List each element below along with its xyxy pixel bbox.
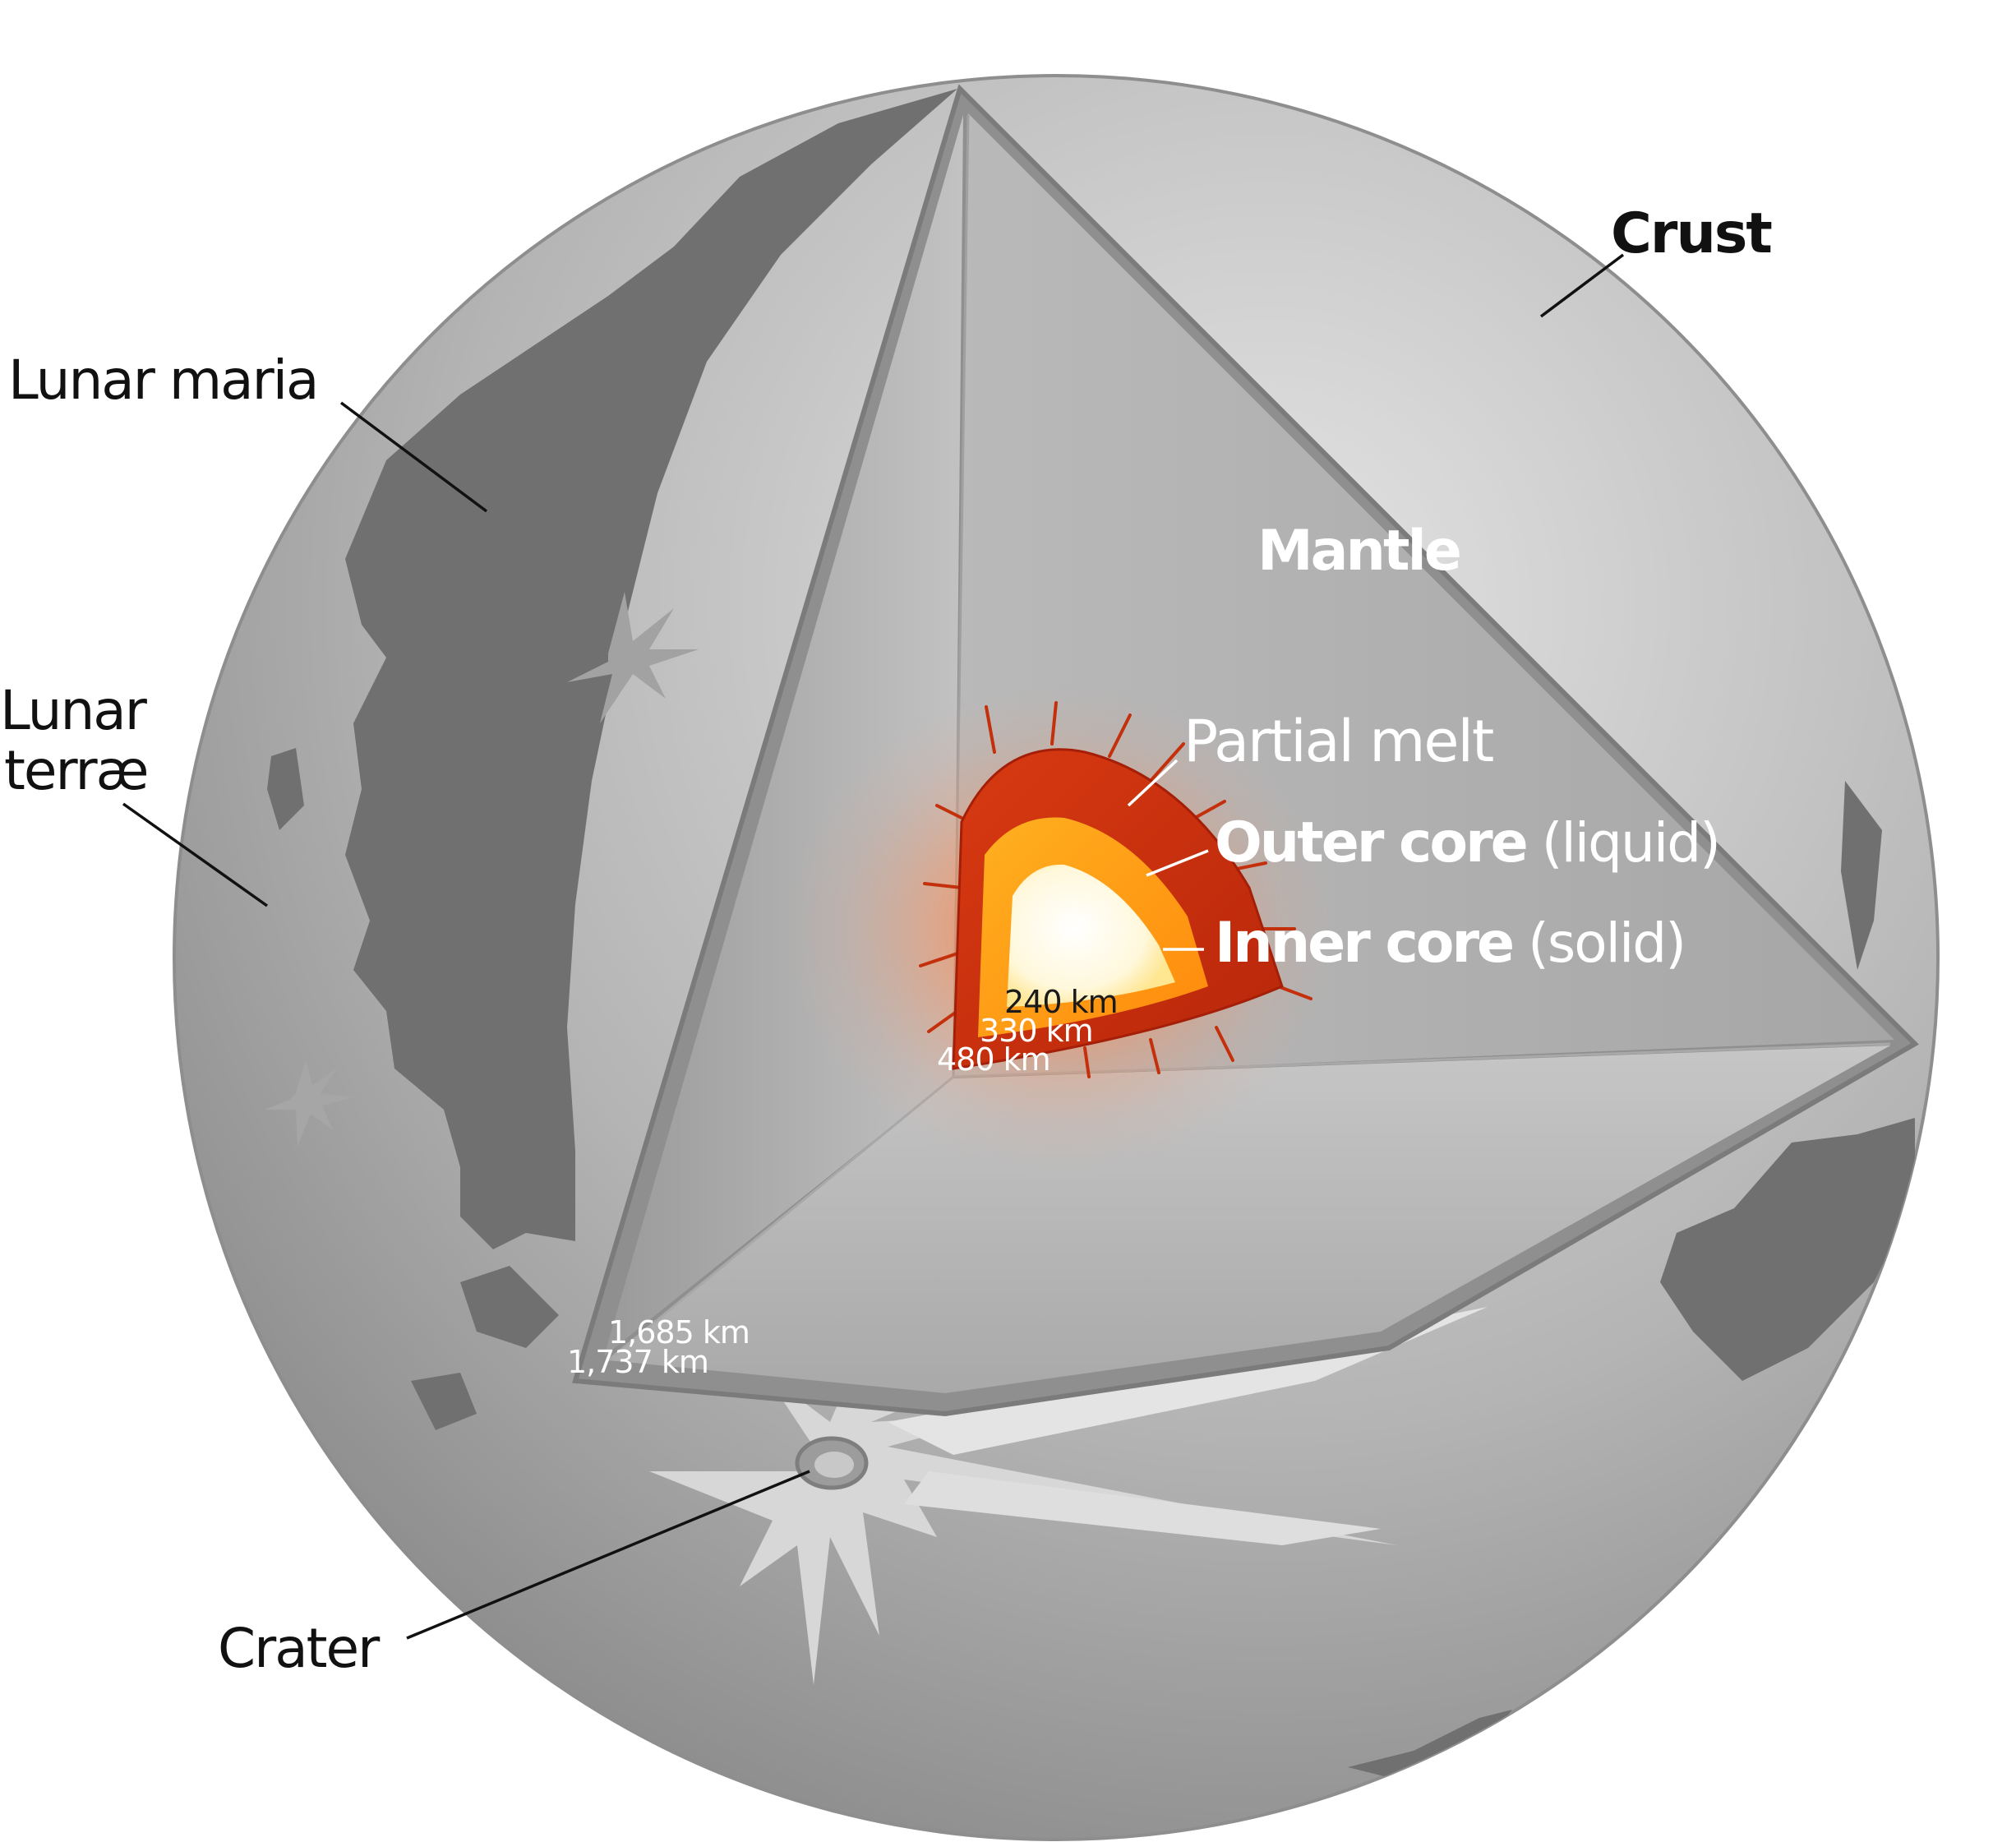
ray-crater-upper <box>567 592 699 723</box>
inner-core-state: (solid) <box>1512 912 1685 975</box>
lunar-maria-regions <box>267 89 1915 1784</box>
lunar-maria-leader <box>339 401 488 513</box>
outer-core-label: Outer core (liquid) <box>1215 810 1719 875</box>
distance-330km: 330 km <box>980 1013 1093 1049</box>
distance-1685km: 1,685 km <box>608 1314 750 1350</box>
lunar-terrae-leader <box>122 802 269 907</box>
partial-melt-leader <box>1127 759 1179 807</box>
distance-240km: 240 km <box>1004 984 1118 1020</box>
ray-crater-left <box>265 1060 353 1147</box>
inner-core-layer <box>1007 864 1175 1007</box>
inner-core-label: Inner core (solid) <box>1215 911 1685 976</box>
outer-core-state: (liquid) <box>1526 811 1719 875</box>
crater-leader <box>406 1470 810 1640</box>
distance-480km: 480 km <box>937 1041 1050 1078</box>
distance-1737km: 1,737 km <box>567 1344 708 1380</box>
lunar-maria-label: Lunar maria <box>8 349 317 412</box>
crust-label: Crust <box>1611 201 1771 266</box>
lunar-terrae-label-line2: terræ <box>4 739 147 802</box>
crust-leader <box>1539 253 1625 318</box>
crater-label: Crater <box>218 1617 381 1680</box>
outer-core-name: Outer core <box>1215 810 1526 875</box>
mantle-label: Mantle <box>1257 519 1460 584</box>
outer-core-leader <box>1146 849 1209 877</box>
crater <box>795 1436 869 1490</box>
lunar-terrae-label-line1: Lunar <box>0 679 148 742</box>
inner-core-name: Inner core <box>1215 911 1512 976</box>
partial-melt-label: Partial melt <box>1183 708 1493 775</box>
